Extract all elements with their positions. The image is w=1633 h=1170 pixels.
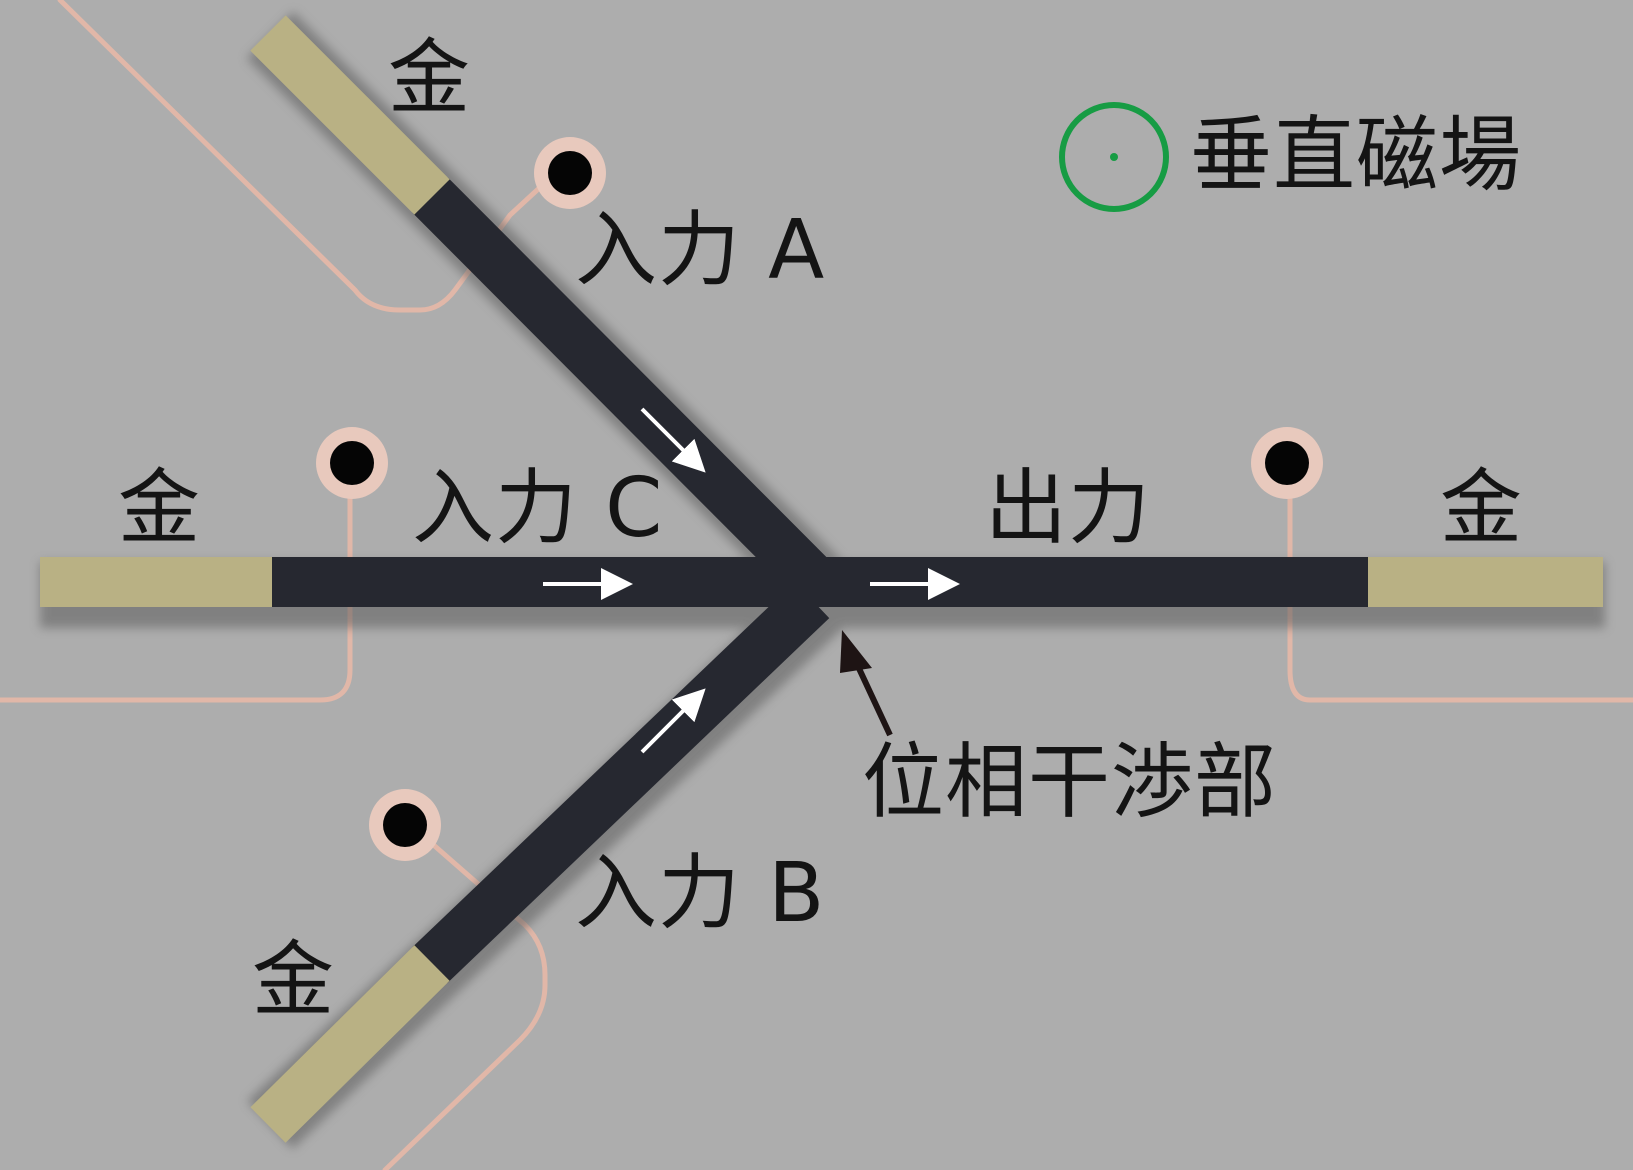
wire-left-lower xyxy=(0,467,353,703)
via-right xyxy=(1251,427,1323,499)
field-out-of-plane-icon xyxy=(1059,102,1169,212)
gold-pads xyxy=(40,15,1603,1143)
input-c-label: 入力 C xyxy=(412,461,664,556)
gold-pad-top-left xyxy=(250,15,450,215)
field-label: 垂直磁場 xyxy=(1190,108,1523,203)
wire-bottom xyxy=(382,817,548,1170)
via-top xyxy=(534,137,606,209)
gold-pad-bottom-left xyxy=(250,945,450,1143)
input-a-label: 入力 A xyxy=(575,203,826,298)
gold-label-left: 金 xyxy=(118,461,202,556)
output-label: 出力 xyxy=(985,461,1152,556)
gold-label-right: 金 xyxy=(1440,461,1524,556)
via-left xyxy=(316,427,388,499)
waveguide-input-b xyxy=(412,581,830,984)
interference-label: 位相干渉部 xyxy=(862,735,1278,830)
input-b-label: 入力 B xyxy=(575,846,826,941)
waveguides xyxy=(270,177,1370,984)
wire-right-lower xyxy=(1287,467,1633,703)
flow-arrows xyxy=(543,407,960,754)
arrow-input-b-icon xyxy=(640,688,706,754)
via-bottom xyxy=(369,789,441,861)
waveguide-input-a xyxy=(412,177,830,596)
gold-label-top-left: 金 xyxy=(388,31,472,126)
arrow-input-a-icon xyxy=(640,407,706,473)
wire-top-outer xyxy=(57,0,551,313)
pointer-arrow-icon xyxy=(840,630,893,737)
gold-label-bottom-left: 金 xyxy=(252,933,336,1028)
